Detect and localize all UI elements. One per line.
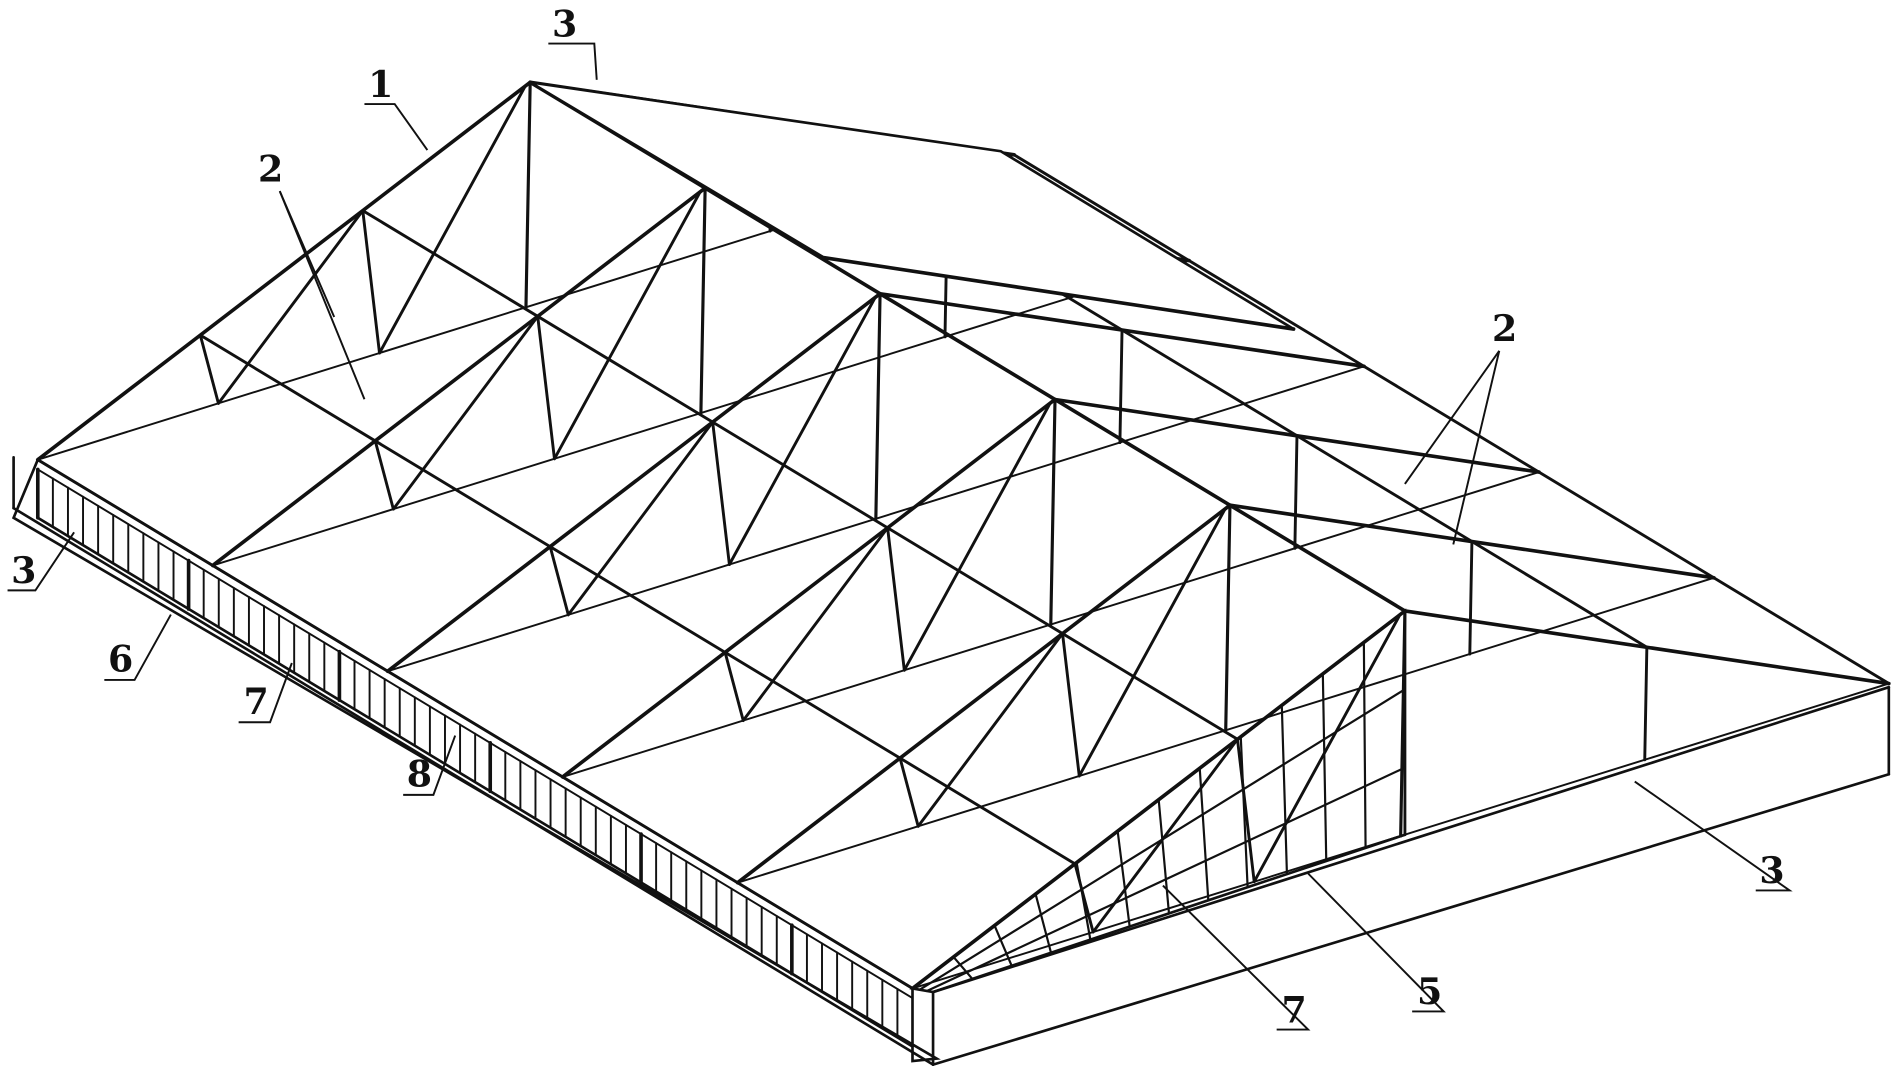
- purlin: [38, 460, 913, 989]
- label-3-left: 3: [11, 549, 36, 592]
- truss-rafter-left: [38, 82, 530, 459]
- truss-web: [1079, 509, 1225, 776]
- slab-front-bottom-edge: [14, 508, 933, 1065]
- gable-mullion: [1036, 894, 1051, 953]
- label-2-right-leader: [1453, 351, 1499, 545]
- truss-web: [1254, 615, 1400, 882]
- gable-mullion: [1118, 831, 1130, 926]
- truss-king-post: [701, 188, 705, 413]
- truss-web: [918, 634, 1062, 827]
- slab-right-top-edge: [933, 687, 1889, 992]
- truss-web: [568, 422, 712, 615]
- label-7-right: 7: [1281, 988, 1306, 1031]
- gable-mullion: [1323, 674, 1326, 861]
- label-3-top-leader: [548, 44, 596, 80]
- truss-king-post: [526, 82, 530, 307]
- truss-rafter-left: [738, 505, 1230, 882]
- label-5: 5: [1417, 970, 1442, 1013]
- label-1-leader: [364, 104, 427, 150]
- label-2-left-leader: [280, 191, 334, 317]
- truss-king-post: [1226, 505, 1230, 730]
- label-7-left: 7: [243, 680, 268, 723]
- truss-web: [729, 298, 875, 565]
- truss-web: [904, 403, 1050, 670]
- truss-rafter-left: [388, 294, 880, 671]
- gable-mullion: [1159, 800, 1169, 914]
- truss-web: [1470, 542, 1472, 655]
- label-2-left: 2: [258, 147, 283, 190]
- truss-web: [1120, 330, 1122, 443]
- truss-web: [380, 86, 526, 353]
- truss-web: [1063, 634, 1080, 776]
- truss-web: [218, 211, 362, 404]
- label-6: 6: [108, 637, 133, 680]
- gable-mullion: [1282, 705, 1287, 874]
- truss-king-post: [1051, 399, 1055, 624]
- truss-web: [713, 422, 730, 564]
- truss-web: [888, 528, 905, 670]
- gable-mullion: [1364, 642, 1366, 847]
- label-3-right: 3: [1759, 849, 1784, 892]
- label-3-top: 3: [552, 2, 577, 45]
- truss-web: [393, 316, 537, 509]
- truss-web: [363, 211, 380, 353]
- truss-web: [554, 192, 700, 459]
- slab-right-bottom-edge: [933, 774, 1889, 1064]
- truss-king-post: [876, 294, 880, 519]
- gable-mullion: [1200, 768, 1209, 900]
- label-2-right: 2: [1492, 307, 1517, 350]
- truss-web: [1295, 436, 1297, 549]
- label-1: 1: [368, 63, 393, 106]
- truss-web: [1645, 647, 1647, 760]
- truss-rafter-left: [563, 399, 1055, 776]
- truss-web: [743, 528, 887, 721]
- gable-mullion: [1077, 863, 1091, 940]
- truss-web: [538, 316, 555, 458]
- label-8: 8: [407, 752, 432, 795]
- truss-rafter-left: [213, 188, 705, 565]
